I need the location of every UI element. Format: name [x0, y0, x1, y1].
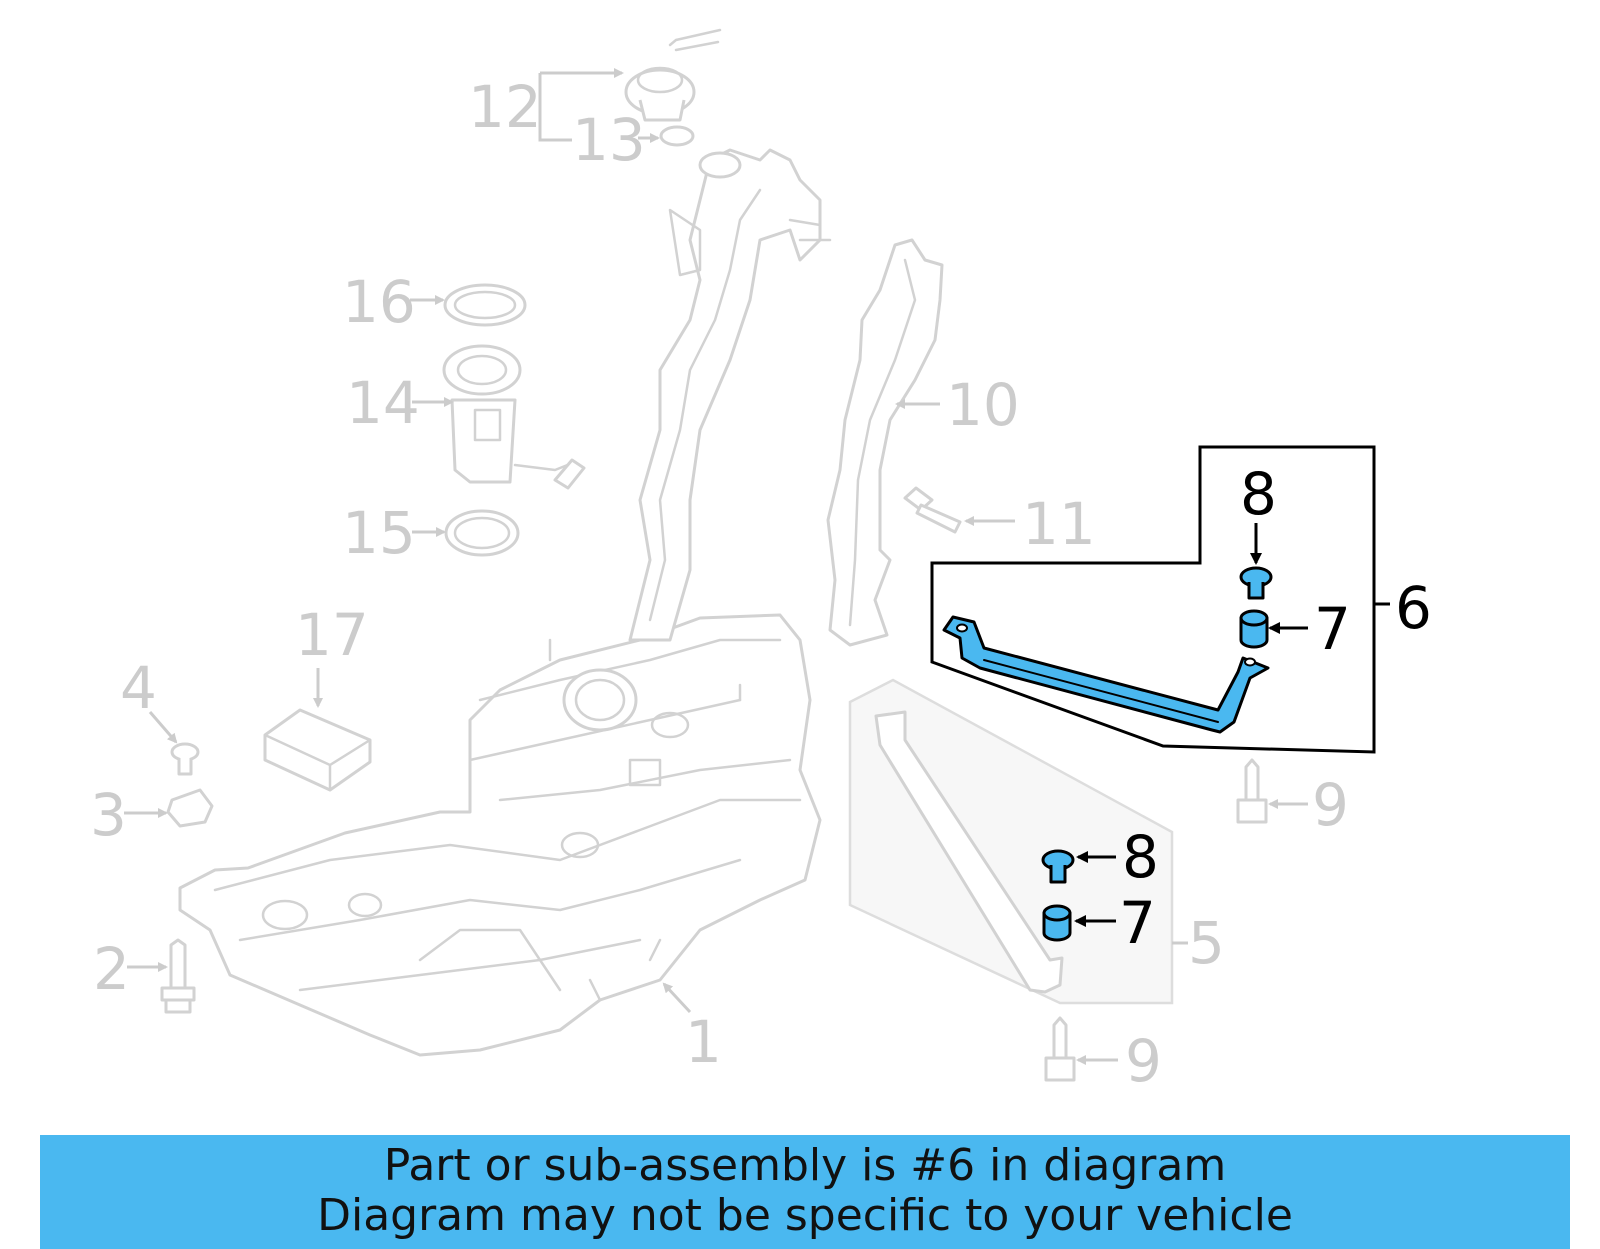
bolt-part-8-lower — [1041, 849, 1075, 884]
callout-15: 15 — [342, 499, 416, 567]
filler-neck — [628, 148, 832, 642]
callout-9-lower: 9 — [1125, 1027, 1162, 1095]
bolt-part-11 — [903, 486, 962, 534]
callout-7-upper: 7 — [1314, 595, 1351, 663]
callout-4: 4 — [120, 654, 157, 722]
fuel-tank-part-1 — [178, 613, 822, 1057]
leader-lines — [124, 68, 1390, 1065]
heat-shield-part-10 — [826, 238, 944, 647]
bushing-part-7-lower — [1042, 904, 1072, 942]
fuel-tank-strap — [942, 615, 1270, 734]
callout-12: 12 — [468, 73, 542, 141]
bushing-part-7-upper — [1239, 609, 1269, 649]
clip-part-4 — [170, 742, 200, 776]
callout-7-lower: 7 — [1119, 889, 1156, 957]
grommet-part-3 — [166, 788, 214, 828]
callout-17: 17 — [295, 601, 369, 669]
callout-13: 13 — [572, 106, 646, 174]
callout-2: 2 — [93, 935, 130, 1003]
callout-8-upper: 8 — [1240, 460, 1277, 528]
seal-part-15 — [444, 509, 520, 557]
bolt-part-8-upper — [1239, 566, 1273, 600]
callout-5: 5 — [1188, 909, 1225, 977]
info-banner: Part or sub-assembly is #6 in diagram Di… — [40, 1135, 1570, 1249]
o-ring-part-13 — [659, 125, 695, 147]
module-part-17 — [263, 708, 372, 792]
fuel-pump-part-14 — [442, 344, 586, 490]
strap-assembly-part-6 — [930, 445, 1376, 754]
callout-6: 6 — [1395, 574, 1432, 642]
callout-14: 14 — [346, 369, 420, 437]
bolt-part-2 — [160, 938, 196, 1014]
callout-16: 16 — [342, 268, 416, 336]
callout-11: 11 — [1022, 490, 1096, 558]
bolt-part-9-upper — [1236, 758, 1268, 824]
bolt-part-9-lower — [1044, 1016, 1076, 1082]
fuel-cap-part-12 — [624, 28, 722, 122]
callout-9-upper: 9 — [1312, 771, 1349, 839]
callout-8-lower: 8 — [1122, 823, 1159, 891]
callout-1: 1 — [685, 1008, 722, 1076]
banner-line-disclaimer: Diagram may not be specific to your vehi… — [317, 1190, 1293, 1241]
lock-ring-part-16 — [443, 283, 527, 327]
banner-line-part-number: Part or sub-assembly is #6 in diagram — [383, 1140, 1227, 1191]
callout-10: 10 — [946, 371, 1020, 439]
callout-3: 3 — [90, 781, 127, 849]
